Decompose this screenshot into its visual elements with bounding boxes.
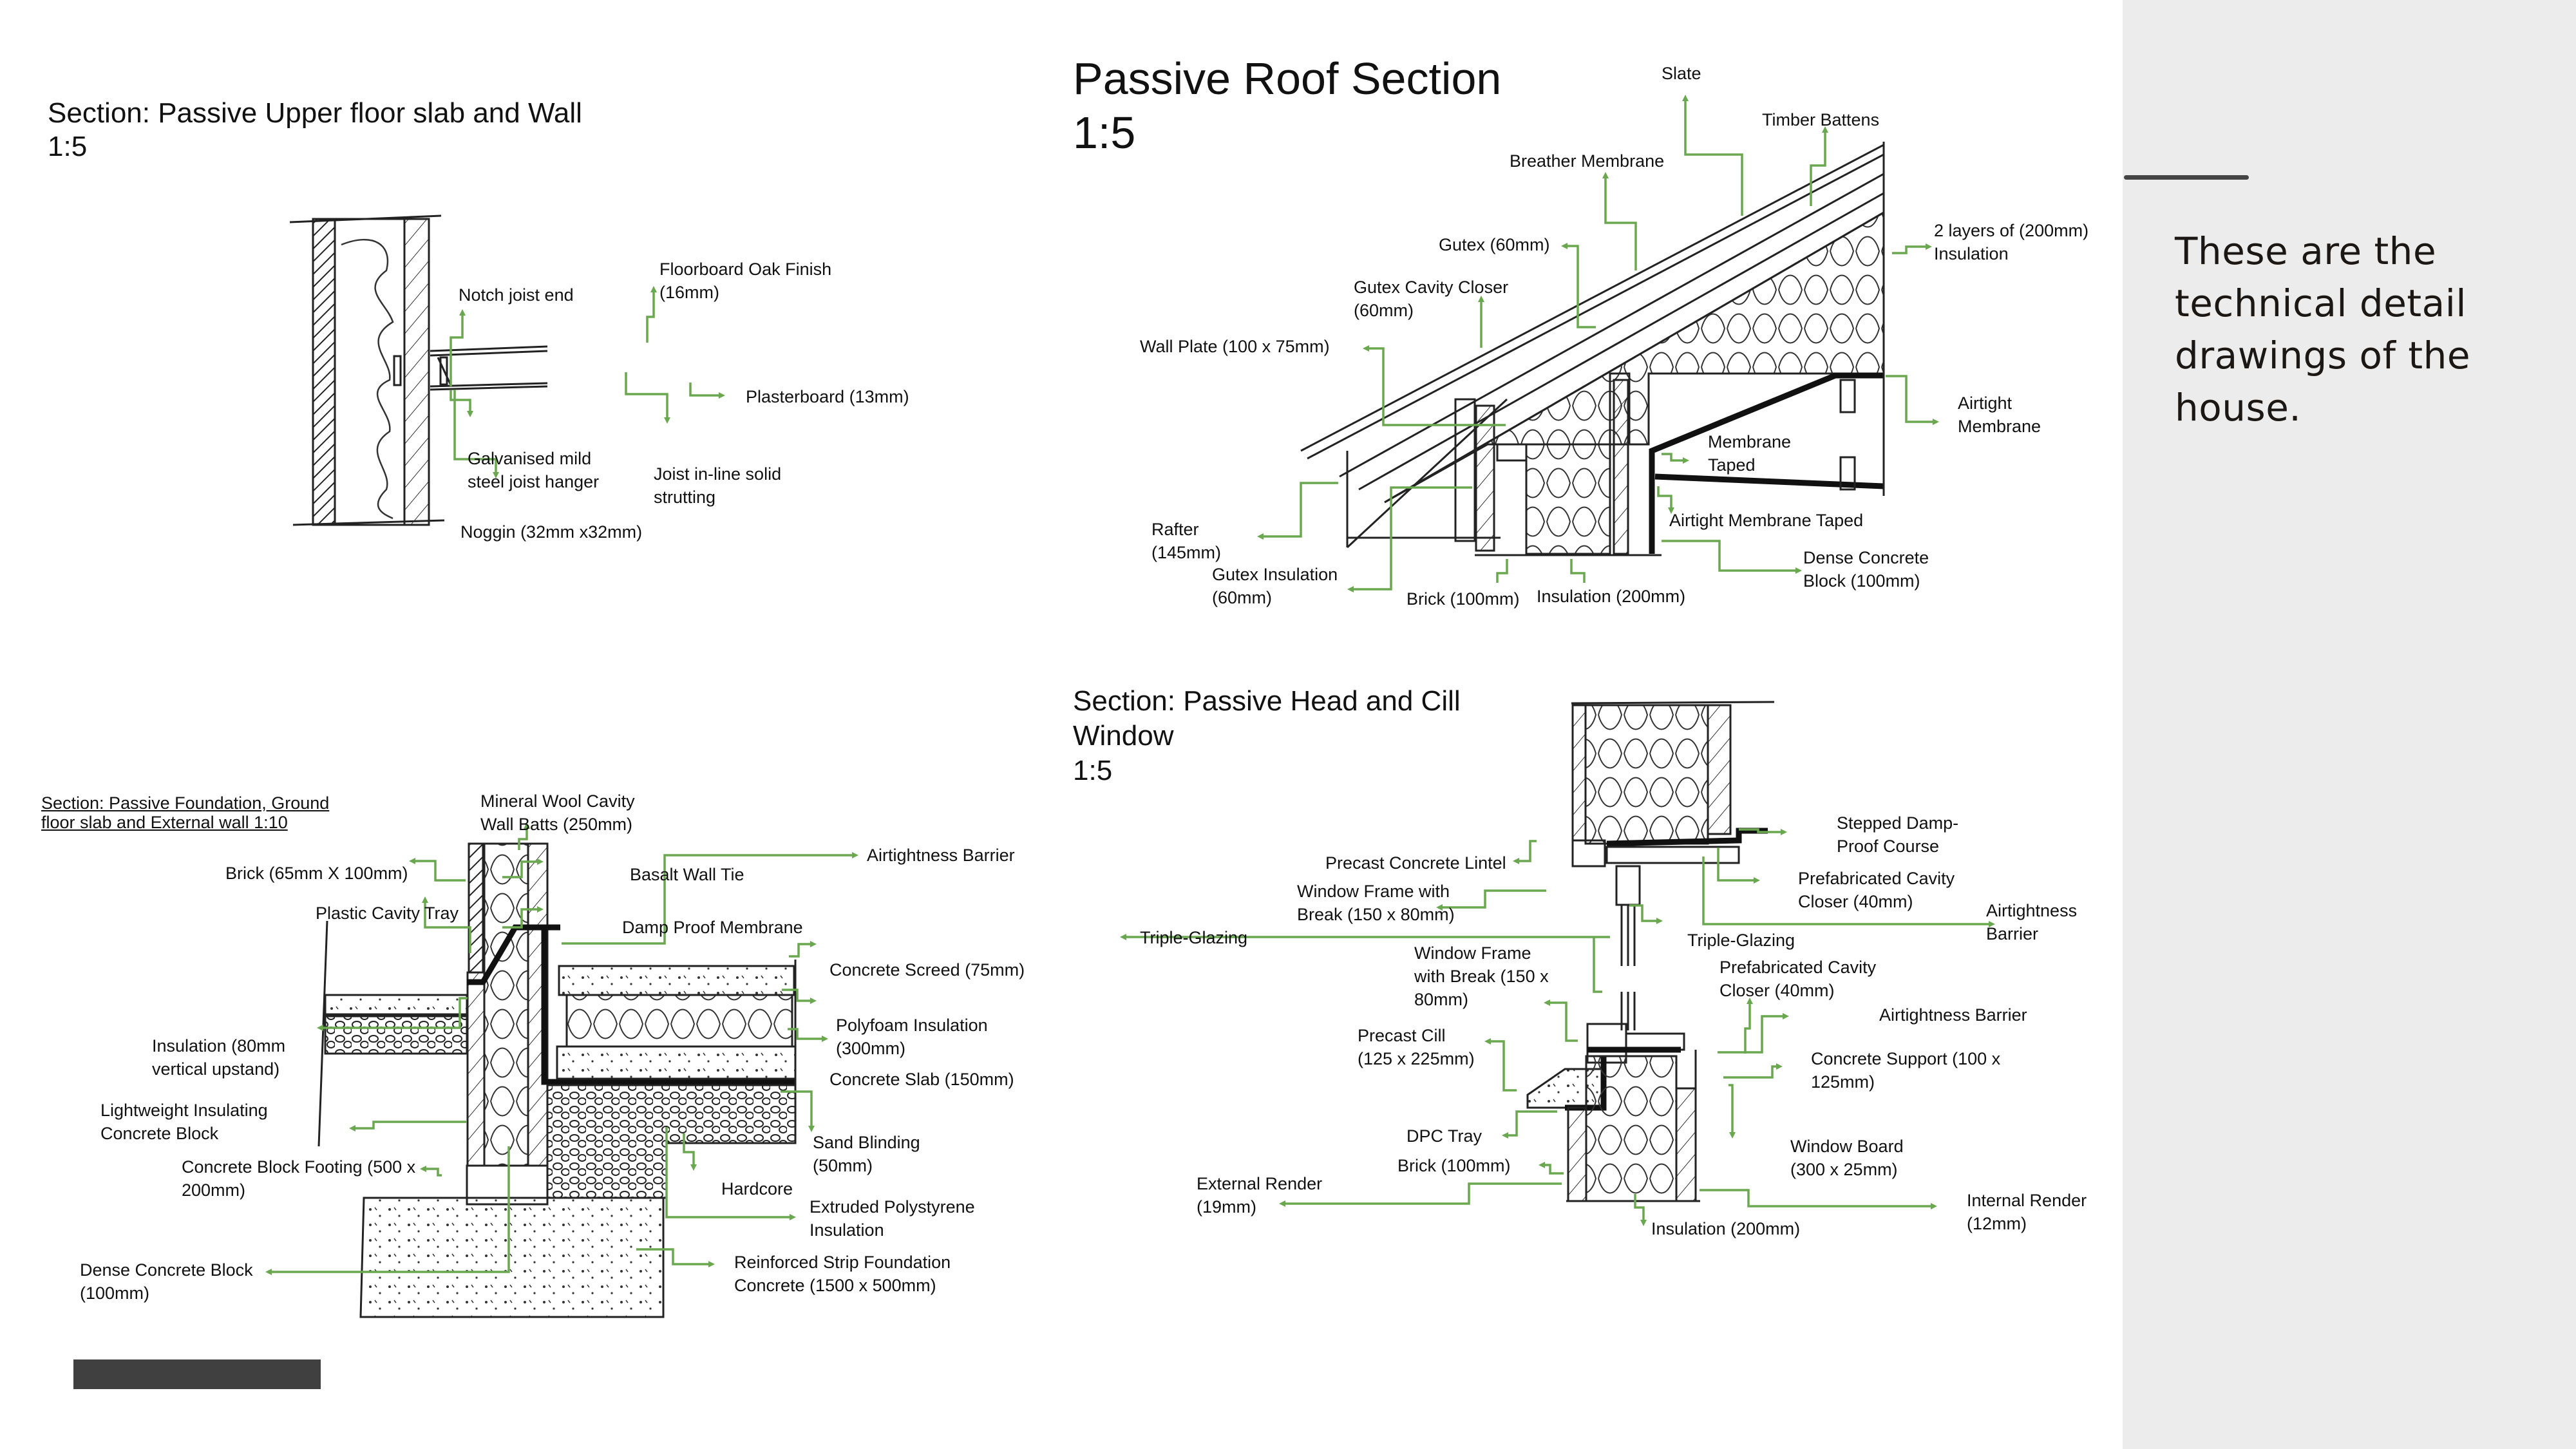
label-roof-insulation-layers: 2 layers of (200mm) Insulation bbox=[1934, 221, 2089, 263]
label-roof-brick: Brick (100mm) bbox=[1406, 589, 1520, 609]
label-plasterboard: Plasterboard (13mm) bbox=[746, 387, 909, 406]
label-internal-render: Internal Render (12mm) bbox=[1967, 1191, 2087, 1233]
label-window-frame-head: Window Frame with Break (150 x 80mm) bbox=[1297, 882, 1455, 924]
label-insulation-upstand: Insulation (80mm vertical upstand) bbox=[152, 1036, 286, 1079]
upper-floor-leaders bbox=[450, 286, 725, 478]
label-joist-strutting: Joist in-line solid strutting bbox=[654, 464, 782, 507]
label-notch-joist-end: Notch joist end bbox=[459, 285, 574, 305]
label-gutex-cavity-closer: Gutex Cavity Closer (60mm) bbox=[1354, 278, 1509, 320]
label-triple-glazing-left: Triple-Glazing bbox=[1140, 928, 1248, 947]
roof-drawing bbox=[1300, 142, 1885, 556]
roof-title: Passive Roof Section 1:5 bbox=[1073, 53, 1502, 158]
label-polyfoam-insulation: Polyfoam Insulation (300mm) bbox=[836, 1016, 988, 1058]
label-lightweight-block: Lightweight Insulating Concrete Block bbox=[100, 1101, 268, 1143]
label-cavity-closer-cill: Prefabricated Cavity Closer (40mm) bbox=[1719, 958, 1877, 1000]
label-brick-65x100: Brick (65mm X 100mm) bbox=[225, 864, 408, 883]
label-mineral-wool: Mineral Wool Cavity Wall Batts (250mm) bbox=[480, 791, 635, 834]
label-slate: Slate bbox=[1662, 64, 1701, 83]
label-breather-membrane: Breather Membrane bbox=[1510, 151, 1665, 171]
sidebar-panel bbox=[2123, 0, 2576, 1449]
label-dpc-tray: DPC Tray bbox=[1406, 1126, 1482, 1146]
label-rafter: Rafter (145mm) bbox=[1151, 520, 1222, 562]
label-sand-blinding: Sand Blinding (50mm) bbox=[813, 1133, 920, 1175]
label-basalt-wall-tie: Basalt Wall Tie bbox=[630, 865, 744, 884]
label-strip-foundation: Reinforced Strip Foundation Concrete (15… bbox=[734, 1253, 951, 1295]
label-triple-glazing-right: Triple-Glazing bbox=[1687, 931, 1795, 950]
label-concrete-slab: Concrete Slab (150mm) bbox=[829, 1070, 1014, 1089]
window-title: Section: Passive Head and Cill Window 1:… bbox=[1073, 685, 1461, 786]
label-gutex-60: Gutex (60mm) bbox=[1439, 235, 1550, 254]
roof-leaders bbox=[1257, 95, 1939, 592]
label-plastic-cavity-tray: Plastic Cavity Tray bbox=[316, 904, 459, 923]
label-gutex-insulation: Gutex Insulation (60mm) bbox=[1212, 565, 1338, 607]
label-hardcore: Hardcore bbox=[721, 1179, 793, 1198]
label-airtightness-barrier-cill: Airtightness Barrier bbox=[1879, 1005, 2027, 1025]
foundation-drawing bbox=[317, 842, 797, 1318]
label-roof-insulation-200: Insulation (200mm) bbox=[1537, 587, 1686, 606]
upper-floor-drawing bbox=[289, 214, 548, 526]
label-external-render: External Render (19mm) bbox=[1197, 1174, 1323, 1217]
technical-drawings bbox=[265, 95, 1995, 1318]
label-airtight-membrane: Airtight Membrane bbox=[1958, 393, 2041, 436]
label-airtightness-barrier-head: Airtightness Barrier bbox=[1986, 901, 2078, 943]
label-timber-battens: Timber Battens bbox=[1762, 110, 1880, 129]
label-precast-cill: Precast Cill (125 x 225mm) bbox=[1358, 1026, 1475, 1068]
label-noggin: Noggin (32mm x32mm) bbox=[460, 522, 643, 542]
label-concrete-block-footing: Concrete Block Footing (500 x 200mm) bbox=[182, 1157, 416, 1200]
label-extruded-polystyrene: Extruded Polystyrene Insulation bbox=[810, 1197, 975, 1240]
label-wall-plate: Wall Plate (100 x 75mm) bbox=[1140, 337, 1330, 356]
window-leaders bbox=[1120, 828, 1995, 1226]
label-floorboard-oak-finish: Floorboard Oak Finish (16mm) bbox=[659, 260, 832, 302]
footer-bar bbox=[73, 1359, 321, 1389]
accent-line bbox=[2124, 175, 2249, 180]
sidebar-description: These are the technical detail drawings … bbox=[2175, 229, 2471, 430]
upper-floor-title: Section: Passive Upper floor slab and Wa… bbox=[48, 97, 582, 162]
label-window-insulation: Insulation (200mm) bbox=[1651, 1219, 1801, 1238]
label-cavity-closer-head: Prefabricated Cavity Closer (40mm) bbox=[1798, 869, 1955, 911]
label-galvanised-joist-hanger: Galvanised mild steel joist hanger bbox=[468, 449, 600, 491]
foundation-leaders bbox=[265, 822, 858, 1275]
slide-canvas: Section: Passive Upper floor slab and Wa… bbox=[41, 53, 2089, 1389]
window-drawing bbox=[1526, 701, 1775, 1202]
label-concrete-screed: Concrete Screed (75mm) bbox=[829, 960, 1025, 980]
label-window-board: Window Board (300 x 25mm) bbox=[1790, 1137, 1904, 1179]
label-stepped-dpc: Stepped Damp- Proof Course bbox=[1837, 813, 1959, 856]
label-concrete-support: Concrete Support (100 x 125mm) bbox=[1811, 1049, 2001, 1092]
label-airtight-membrane-taped: Airtight Membrane Taped bbox=[1669, 511, 1864, 530]
label-window-frame-cill: Window Frame with Break (150 x 80mm) bbox=[1414, 943, 1549, 1009]
label-window-brick: Brick (100mm) bbox=[1397, 1156, 1511, 1175]
label-airtightness-barrier-foundation: Airtightness Barrier bbox=[867, 846, 1015, 865]
label-membrane-taped: Membrane Taped bbox=[1708, 432, 1792, 475]
label-damp-proof-membrane: Damp Proof Membrane bbox=[622, 918, 803, 937]
foundation-title: Section: Passive Foundation, Ground floo… bbox=[41, 793, 330, 832]
label-dense-concrete-block: Dense Concrete Block (100mm) bbox=[1803, 548, 1929, 591]
label-dense-concrete-block-foundation: Dense Concrete Block (100mm) bbox=[80, 1260, 253, 1303]
label-precast-lintel: Precast Concrete Lintel bbox=[1325, 853, 1506, 873]
